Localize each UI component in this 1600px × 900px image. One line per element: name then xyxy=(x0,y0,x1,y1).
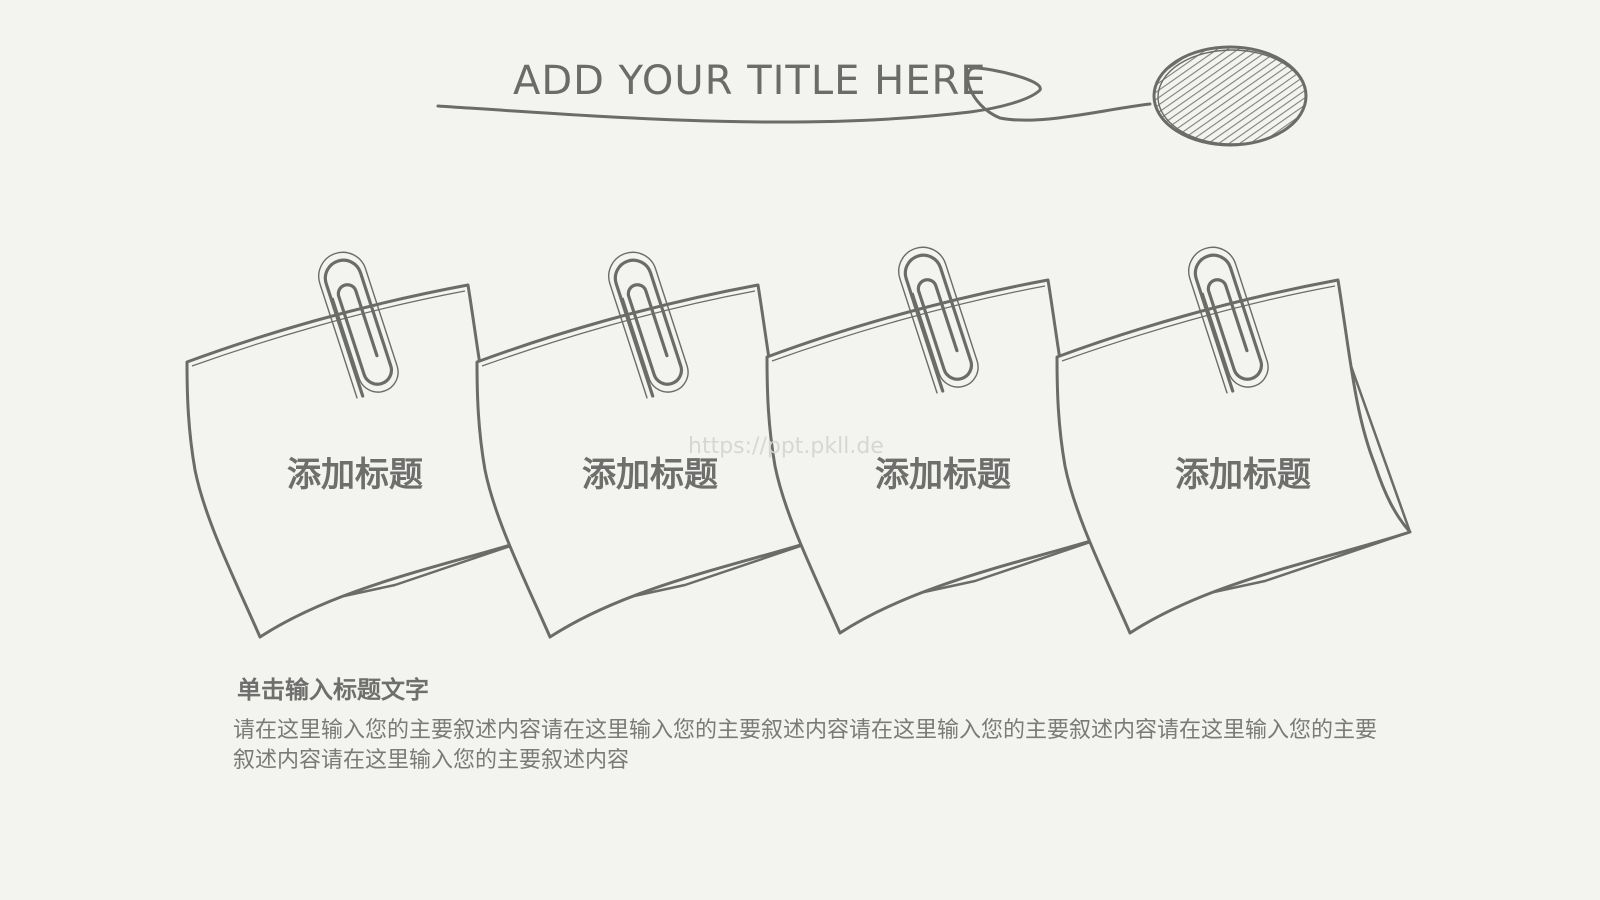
note-2-label[interactable]: 添加标题 xyxy=(582,455,718,495)
watermark: https://ppt.pkll.de xyxy=(688,434,884,459)
note-1-label[interactable]: 添加标题 xyxy=(287,455,423,495)
paperclip-icon xyxy=(898,246,979,394)
oval-scribble-icon xyxy=(1152,45,1308,147)
slide-title[interactable]: ADD YOUR TITLE HERE xyxy=(513,58,987,104)
body-text[interactable]: 请在这里输入您的主要叙述内容请在这里输入您的主要叙述内容请在这里输入您的主要叙述… xyxy=(233,718,1378,773)
paperclip-icon xyxy=(1188,246,1269,394)
note-3-label[interactable]: 添加标题 xyxy=(875,455,1011,495)
sticky-note-4 xyxy=(1055,278,1412,635)
paperclip-icon xyxy=(318,251,399,399)
title-underline xyxy=(436,66,1152,124)
note-4-label[interactable]: 添加标题 xyxy=(1175,455,1311,495)
body-heading[interactable]: 单击输入标题文字 xyxy=(237,676,429,704)
paperclip-icon xyxy=(608,251,689,399)
sticky-note-2 xyxy=(475,283,832,639)
